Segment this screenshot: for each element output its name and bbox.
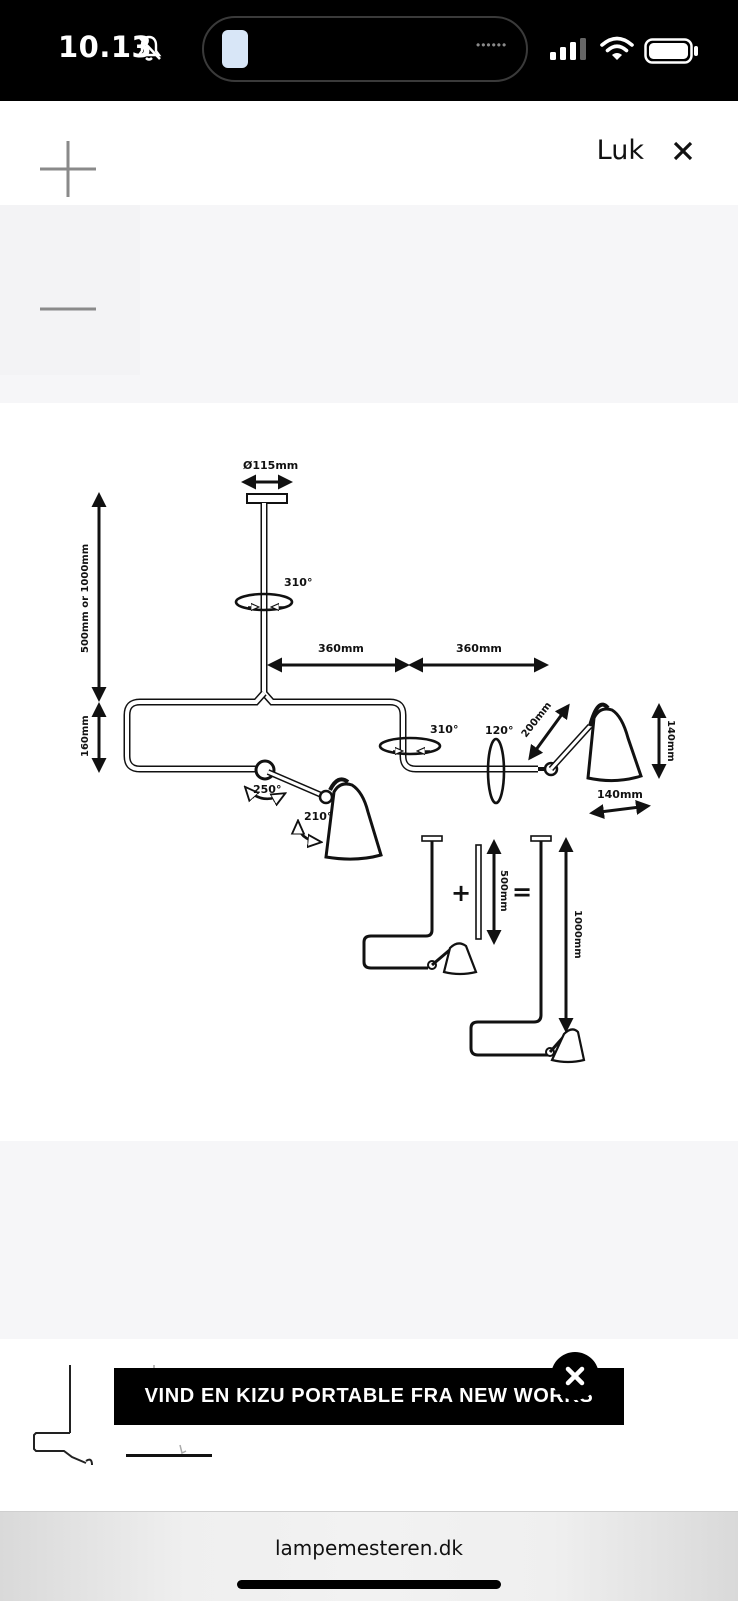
image-backdrop-bottom [0,1141,738,1339]
thumbnail-selected-indicator [126,1454,212,1457]
rotation-shade-label: 210° [304,810,332,823]
extension-length-label: 500mm [498,870,509,912]
canopy-diameter-label: Ø115mm [243,459,298,472]
plus-sign: + [451,879,471,907]
dimension-diagram-svg: Ø115mm 500mm or 1000mm 160mm 310° 360mm … [80,459,676,1064]
battery-icon [644,38,698,64]
canopy [246,493,288,504]
viewer-toolbar [0,101,738,205]
extended-length-label: 1000mm [572,910,583,959]
right-shade [586,707,643,783]
dynamic-island[interactable]: •••••• [202,16,528,82]
extension-rod [475,844,482,940]
status-bar: 10.13 •••••• [0,0,738,101]
arm-right-length-label: 360mm [456,642,502,655]
bell-slash-icon [136,35,162,61]
minus-icon[interactable] [38,299,98,319]
zoom-controls-column [0,205,140,375]
promo-text: VIND EN KIZU PORTABLE FRA NEW WORKS [144,1385,594,1407]
tilt-right-label: 120° [485,724,513,737]
rod-length-label: 500mm or 1000mm [80,544,91,653]
close-button[interactable]: Luk [597,135,694,166]
drop-height-label: 160mm [80,715,91,757]
thumbnail-strip [0,1339,738,1511]
plus-icon[interactable] [38,139,98,199]
close-x-icon [673,141,693,160]
rotation-right-label: 310° [430,723,458,736]
rotation-top-label: 310° [284,576,312,589]
rotation-arm-label: 250° [253,783,281,796]
close-x-icon [565,1366,585,1386]
arm-left-length-label: 360mm [318,642,364,655]
home-indicator[interactable] [237,1580,501,1589]
shade-height-label: 140mm [665,720,676,762]
product-dimension-drawing[interactable]: Ø115mm 500mm or 1000mm 160mm 310° 360mm … [0,403,738,1141]
equals-sign: = [512,878,532,906]
shade-width-label: 140mm [597,788,643,801]
island-app-icon [222,30,248,68]
promo-banner[interactable]: VIND EN KIZU PORTABLE FRA NEW WORKS [114,1368,624,1425]
image-backdrop-top [0,205,738,403]
wifi-icon [600,36,634,60]
left-shade [324,782,383,861]
close-label: Luk [596,135,644,166]
left-rod [123,690,267,773]
promo-close-button[interactable] [551,1352,599,1400]
url-text[interactable]: lampemesteren.dk [274,1536,464,1560]
browser-url-bar[interactable]: lampemesteren.dk [0,1511,738,1601]
signal-icon [550,38,586,60]
island-dots-icon: •••••• [476,38,508,52]
status-time: 10.13 [58,30,153,64]
thumbnail-1[interactable] [26,1361,96,1471]
